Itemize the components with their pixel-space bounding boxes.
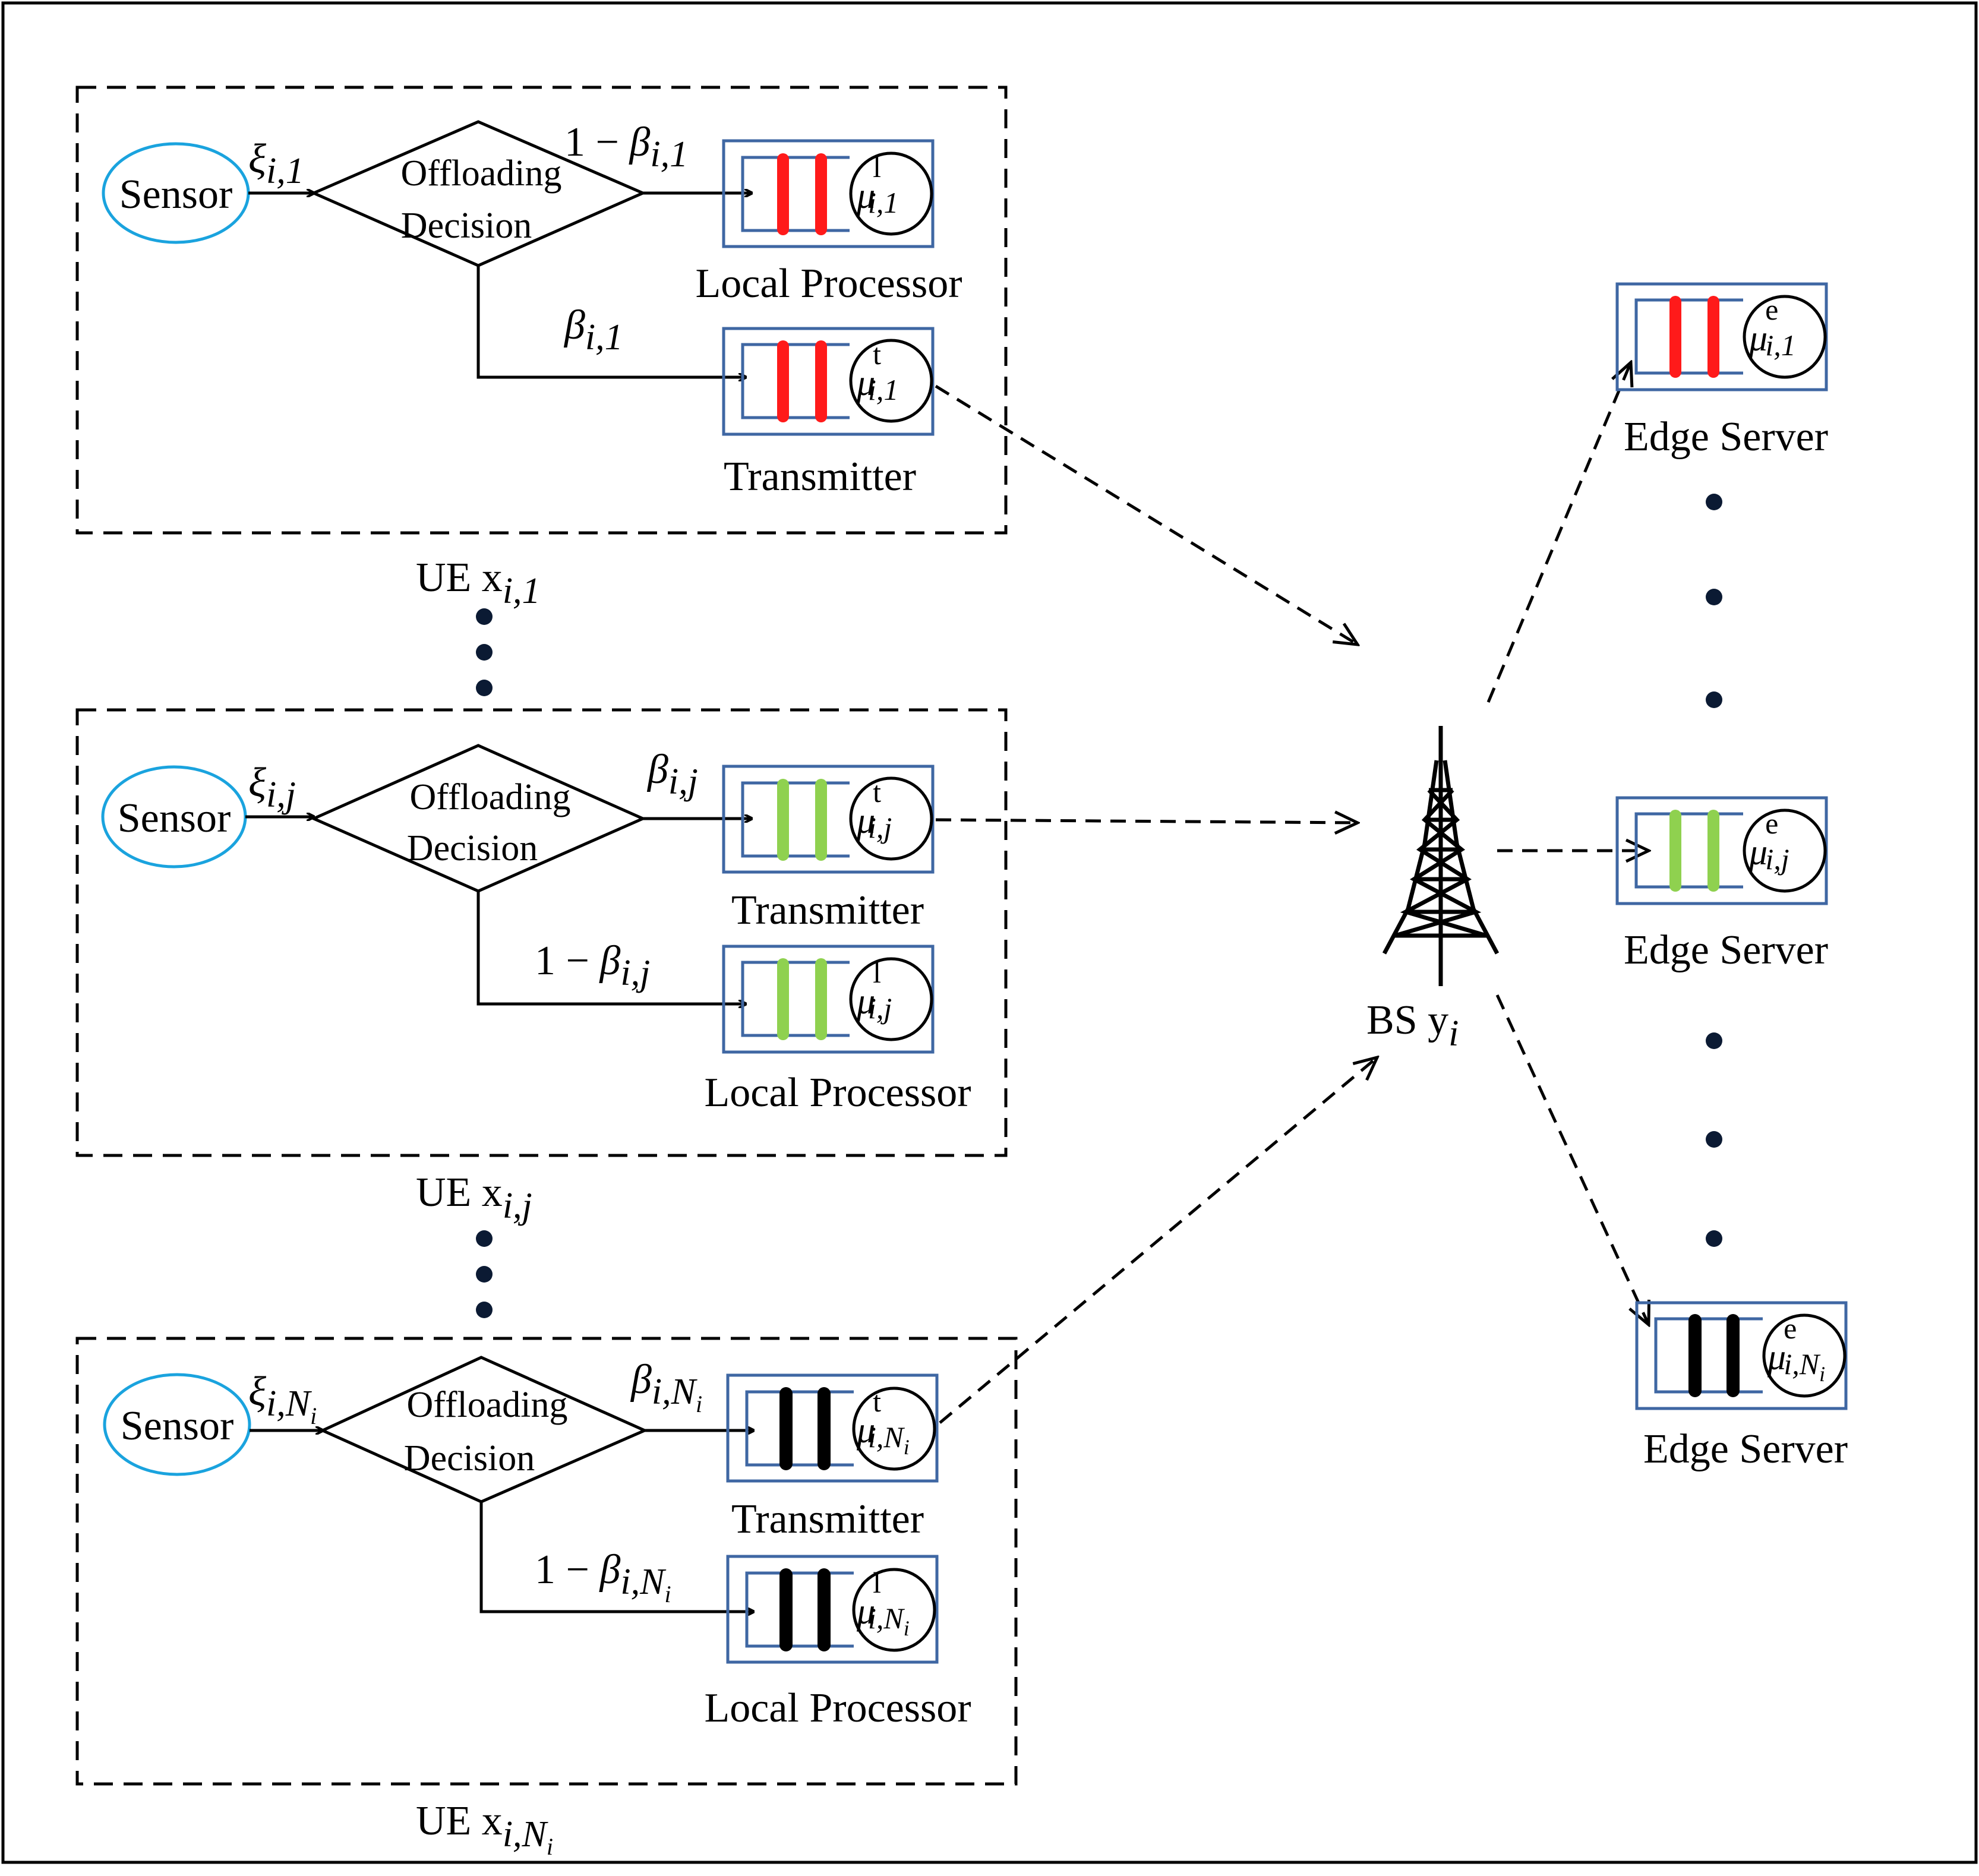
ue-label-1: UE xi,1 [416, 555, 541, 611]
server-circle [849, 339, 933, 423]
server-circle [852, 1568, 936, 1652]
server-circle [1743, 808, 1827, 893]
downlink-1 [1486, 362, 1631, 703]
bottom-branch-prob: 1 − βi,j [535, 938, 650, 993]
arrival-rate: ξi,j [248, 760, 296, 815]
server-circle [852, 1387, 936, 1471]
ellipsis-dots [476, 608, 493, 696]
ue-label-2: UE xi,j [416, 1170, 532, 1226]
decision-label-1: Offloading [407, 1385, 568, 1425]
top-branch-prob: βi,j [646, 747, 698, 802]
local-processor-label: Local Processor [695, 261, 962, 307]
ellipsis-dots [476, 1230, 493, 1318]
sensor-label: Sensor [118, 795, 231, 841]
ue-block-2: Sensor ξi,j Offloading Decision βi,j 1 −… [75, 708, 1008, 1157]
top-branch-prob: βi,Ni [630, 1357, 702, 1417]
transmitter-label: Transmitter [724, 454, 916, 500]
base-station-tower-icon [1382, 726, 1500, 986]
server-circle [849, 776, 933, 861]
local-processor-label: Local Processor [704, 1685, 971, 1731]
ue-label-3: UE xi,Ni [416, 1798, 553, 1860]
edge-server-label-2: Edge Server [1624, 927, 1828, 973]
sensor-label: Sensor [121, 1403, 234, 1449]
uplink-1 [935, 384, 1358, 645]
edge-server-label-1: Edge Server [1624, 414, 1828, 460]
sensor-label: Sensor [119, 172, 233, 217]
top-branch-prob: 1 − βi,1 [564, 119, 688, 175]
arrival-rate: ξi,Ni [248, 1369, 317, 1429]
decision-label-1: Offloading [401, 153, 562, 194]
base-station-label: BS yi [1366, 997, 1459, 1054]
ue-block-1: Sensor ξi,1 Offloading Decision 1 − βi,1… [75, 86, 1008, 535]
downlink-ni [1495, 994, 1649, 1325]
server-circle [1743, 295, 1827, 379]
uplink-j [935, 820, 1358, 823]
decision-label-2: Decision [401, 206, 532, 246]
local-processor-label: Local Processor [704, 1070, 971, 1116]
server-circle [849, 151, 933, 236]
sensor-ellipse [103, 1373, 251, 1476]
ellipsis-dots [1706, 494, 1722, 708]
ue-boundary [75, 86, 1008, 535]
bottom-branch-arrow [476, 891, 746, 1004]
ue-block-3: Sensor ξi,Ni Offloading Decision βi,Ni 1… [75, 1337, 1018, 1786]
ue-boundary [75, 708, 1008, 1157]
arrival-rate: ξi,1 [248, 136, 304, 191]
bottom-branch-prob: βi,1 [563, 302, 623, 358]
dashed-links [935, 362, 1649, 1424]
bottom-branch-prob: 1 − βi,Ni [535, 1547, 671, 1607]
decision-diamond [310, 744, 647, 893]
bottom-branch-arrow [479, 1502, 753, 1612]
uplink-ni [939, 1057, 1377, 1424]
transmitter-label: Transmitter [731, 1496, 924, 1542]
server-circle [849, 957, 933, 1041]
edge-server-label-3: Edge Server [1643, 1426, 1848, 1472]
bottom-branch-arrow [476, 266, 746, 377]
ue-boundary [75, 1337, 1018, 1786]
decision-label-2: Decision [404, 1438, 535, 1479]
transmitter-label: Transmitter [731, 888, 924, 933]
server-circle [1762, 1313, 1847, 1398]
decision-label-2: Decision [407, 828, 538, 868]
ellipsis-dots [1706, 1032, 1722, 1247]
decision-label-1: Offloading [410, 777, 571, 817]
decision-diamond [318, 1356, 649, 1504]
